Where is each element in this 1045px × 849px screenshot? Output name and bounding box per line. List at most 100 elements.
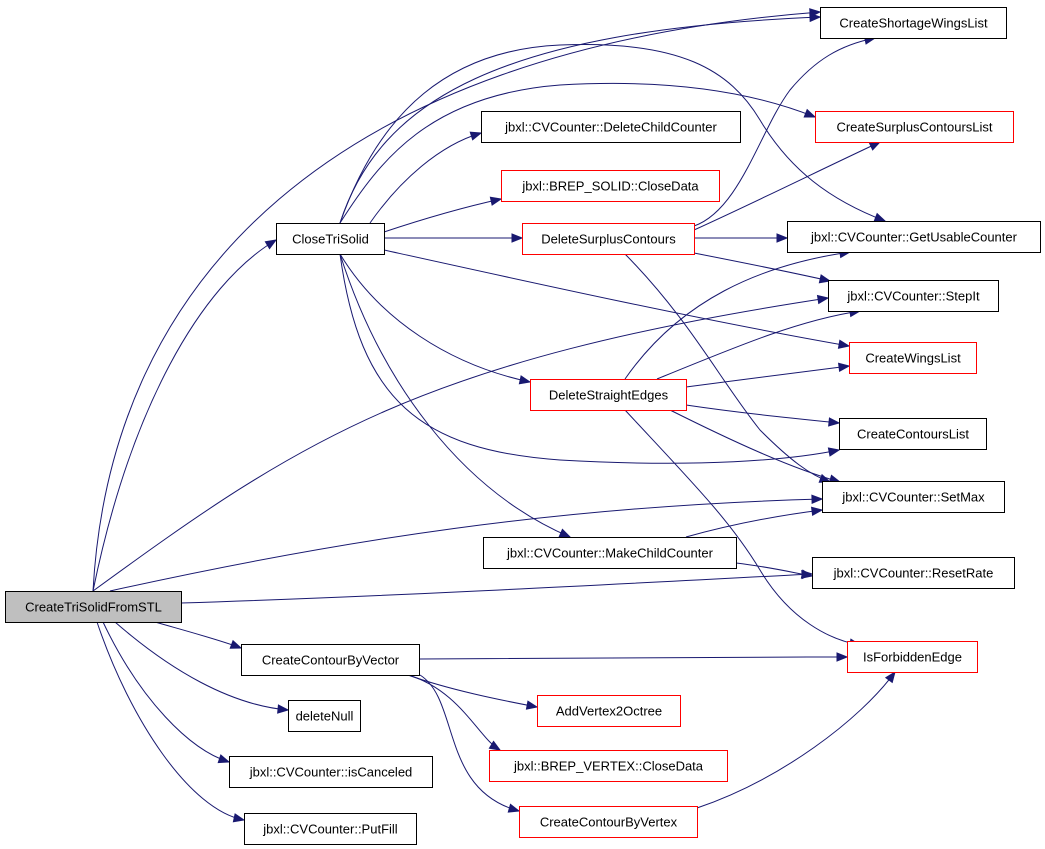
arrowhead-icon <box>511 233 524 243</box>
arrowhead-icon <box>827 447 841 457</box>
node-box[interactable] <box>229 756 433 788</box>
node-box[interactable] <box>483 537 737 569</box>
node-isforbiddenedge[interactable]: IsForbiddenEdge <box>847 641 978 673</box>
node-addvertex2octree[interactable]: AddVertex2Octree <box>537 695 681 727</box>
node-label: CreateSurplusContoursList <box>836 120 992 135</box>
node-createcontourbyvertex[interactable]: CreateContourByVertex <box>519 806 698 838</box>
node-box[interactable] <box>519 806 698 838</box>
node-createtrisolidfromstl[interactable]: CreateTriSolidFromSTL <box>5 591 182 623</box>
edge-line <box>339 82 816 224</box>
node-deletesurpluscontours[interactable]: DeleteSurplusContours <box>522 223 695 255</box>
edge-line <box>624 251 851 380</box>
node-jbxl-cvcounter-resetrate[interactable]: jbxl::CVCounter::ResetRate <box>812 557 1015 589</box>
node-label: jbxl::CVCounter::StepIt <box>846 289 980 304</box>
edge-line <box>418 656 848 660</box>
node-box[interactable] <box>522 223 695 255</box>
node-box[interactable] <box>501 170 720 202</box>
edge-n15-to-n16 <box>418 652 849 662</box>
edge-n1-to-n6 <box>384 233 524 243</box>
edge-line <box>407 674 538 708</box>
node-jbxl-cvcounter-getusablecounter[interactable]: jbxl::CVCounter::GetUsableCounter <box>787 221 1041 253</box>
node-box[interactable] <box>489 750 728 782</box>
edge-line <box>109 498 823 592</box>
arrowhead-icon <box>776 233 789 243</box>
edge-line <box>407 674 501 751</box>
edge-line <box>735 562 813 577</box>
node-box[interactable] <box>530 379 687 411</box>
node-jbxl-cvcounter-makechildcounter[interactable]: jbxl::CVCounter::MakeChildCounter <box>483 537 737 569</box>
edge-line <box>685 404 840 424</box>
node-createsurpluscontourslist[interactable]: CreateSurplusContoursList <box>815 111 1014 143</box>
node-jbxl-cvcounter-deletechildcounter[interactable]: jbxl::CVCounter::DeleteChildCounter <box>481 111 741 143</box>
node-box[interactable] <box>537 695 681 727</box>
arrowhead-icon <box>873 212 887 222</box>
edge-n0-to-n1 <box>92 239 278 592</box>
node-box[interactable] <box>5 591 182 623</box>
node-createcontourbyvector[interactable]: CreateContourByVector <box>241 644 420 676</box>
edge-line <box>656 310 861 380</box>
node-label: CreateWingsList <box>865 351 961 366</box>
edge-n6-to-n3 <box>693 141 882 231</box>
node-jbxl-brep-solid-closedata[interactable]: jbxl::BREP_SOLID::CloseData <box>501 170 720 202</box>
node-createwingslist[interactable]: CreateWingsList <box>849 342 977 374</box>
node-deletestraightedges[interactable]: DeleteStraightEdges <box>530 379 687 411</box>
arrowhead-icon <box>217 754 231 764</box>
edge-n10-to-n9 <box>685 362 851 388</box>
arrowhead-icon <box>489 196 503 206</box>
edge-line <box>696 671 896 809</box>
node-box[interactable] <box>481 111 741 143</box>
node-jbxl-cvcounter-stepit[interactable]: jbxl::CVCounter::StepIt <box>828 280 999 312</box>
edge-line <box>693 252 831 282</box>
edge-n6-to-n8 <box>693 252 832 284</box>
edge-line <box>383 249 850 347</box>
node-createcontourslist[interactable]: CreateContoursList <box>839 418 987 450</box>
edge-line <box>339 43 886 224</box>
node-createshortagewingslist[interactable]: CreateShortageWingsList <box>820 7 1007 39</box>
node-jbxl-cvcounter-setmax[interactable]: jbxl::CVCounter::SetMax <box>822 481 1005 513</box>
node-box[interactable] <box>815 111 1014 143</box>
arrowhead-icon <box>818 274 832 284</box>
arrowhead-icon <box>837 339 851 349</box>
node-box[interactable] <box>839 418 987 450</box>
node-box[interactable] <box>812 557 1015 589</box>
arrowhead-icon <box>868 141 882 151</box>
edge-n1-to-n9 <box>383 249 851 349</box>
node-jbxl-brep-vertex-closedata[interactable]: jbxl::BREP_VERTEX::CloseData <box>489 750 728 782</box>
arrowhead-icon <box>229 639 243 649</box>
node-box[interactable] <box>828 280 999 312</box>
node-jbxl-cvcounter-iscanceled[interactable]: jbxl::CVCounter::isCanceled <box>229 756 433 788</box>
node-box[interactable] <box>288 700 361 732</box>
arrowhead-icon <box>232 813 246 823</box>
edge-line <box>92 11 821 592</box>
node-label: jbxl::CVCounter::GetUsableCounter <box>810 230 1018 245</box>
node-closetrisolid[interactable]: CloseTriSolid <box>276 223 385 255</box>
edge-line <box>114 621 289 711</box>
node-box[interactable] <box>820 7 1007 39</box>
node-box[interactable] <box>787 221 1041 253</box>
node-box[interactable] <box>241 644 420 676</box>
edge-n21-to-n16 <box>696 670 896 809</box>
edge-line <box>102 621 230 763</box>
node-deletenull[interactable]: deleteNull <box>288 700 361 732</box>
node-box[interactable] <box>276 223 385 255</box>
node-box[interactable] <box>849 342 977 374</box>
arrowhead-icon <box>837 362 851 372</box>
node-label: jbxl::CVCounter::isCanceled <box>249 765 413 780</box>
arrowhead-icon <box>264 239 278 250</box>
node-box[interactable] <box>244 813 417 845</box>
edge-n10-to-n11 <box>685 404 841 427</box>
arrowhead-icon <box>518 375 532 385</box>
node-box[interactable] <box>822 481 1005 513</box>
node-box[interactable] <box>847 641 978 673</box>
node-jbxl-cvcounter-putfill[interactable]: jbxl::CVCounter::PutFill <box>244 813 417 845</box>
node-label: IsForbiddenEdge <box>863 650 962 665</box>
edge-line <box>92 239 277 592</box>
node-label: jbxl::CVCounter::DeleteChildCounter <box>504 120 717 135</box>
edge-n1-to-n5 <box>383 196 503 233</box>
edge-n0-to-n18 <box>114 621 290 714</box>
edge-n1-to-n3 <box>339 82 817 224</box>
edge-n13-to-n12 <box>685 506 824 538</box>
edge-line <box>693 141 881 231</box>
node-label: CreateShortageWingsList <box>839 16 988 31</box>
